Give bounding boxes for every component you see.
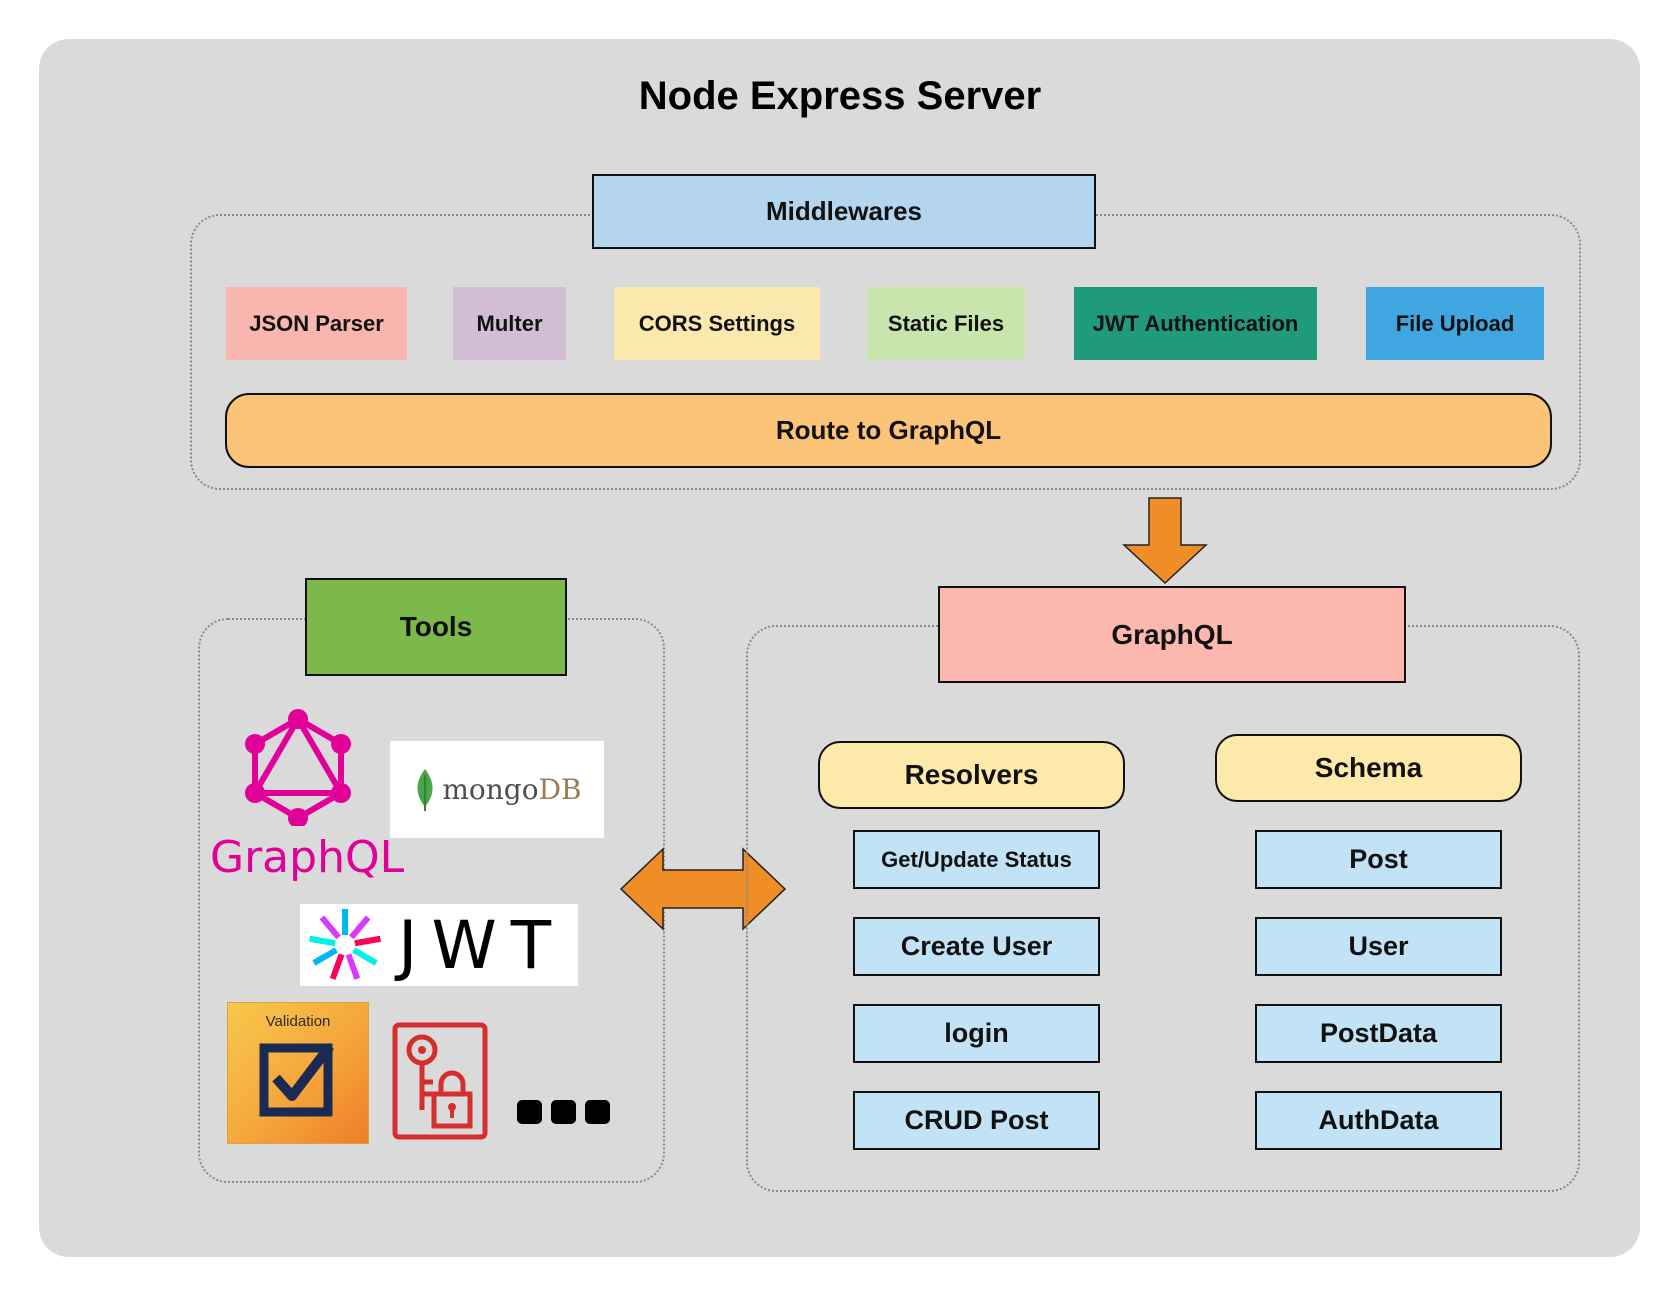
route-to-graphql: Route to GraphQL: [225, 393, 1552, 468]
schema-item: AuthData: [1255, 1091, 1502, 1150]
validation-logo: Validation: [227, 1002, 369, 1144]
key-lock-document-icon: [392, 1022, 488, 1140]
resolver-item: login: [853, 1004, 1100, 1063]
middlewares-header: Middlewares: [592, 174, 1096, 249]
more-tools-ellipsis: ...: [515, 1098, 613, 1126]
jwt-flower-icon: [309, 909, 381, 980]
mongodb-leaf-icon: [417, 768, 433, 811]
diagram-title: Node Express Server: [638, 74, 1042, 118]
graphql-header: GraphQL: [938, 586, 1406, 683]
checkbox-icon: [259, 1042, 334, 1117]
jwt-logo-text: JWT: [398, 906, 566, 984]
schema-item: PostData: [1255, 1004, 1502, 1063]
schema-header: Schema: [1215, 734, 1522, 802]
graphql-logo-text: GraphQL: [210, 832, 405, 883]
middleware-multer: Multer: [453, 287, 566, 360]
graphql-icon: [245, 709, 351, 826]
validation-logo-text: Validation: [265, 1013, 331, 1030]
graphql-logo: GraphQL: [210, 706, 405, 890]
middleware-json-parser: JSON Parser: [226, 287, 407, 360]
mongodb-text-b: DB: [538, 773, 582, 806]
ellipsis-icon: [517, 1100, 610, 1124]
schema-item: User: [1255, 917, 1502, 976]
middleware-cors-settings: CORS Settings: [614, 287, 820, 360]
jwt-logo: JWT: [300, 904, 578, 986]
bidirectional-arrow: [619, 847, 787, 931]
mongodb-text-a: mongo: [442, 773, 539, 806]
middleware-static-files: Static Files: [867, 287, 1025, 360]
down-arrow: [1122, 497, 1208, 585]
resolver-item: Get/Update Status: [853, 830, 1100, 889]
middleware-jwt-authentication: JWT Authentication: [1074, 287, 1317, 360]
tools-header: Tools: [305, 578, 567, 676]
schema-item: Post: [1255, 830, 1502, 889]
resolvers-header: Resolvers: [818, 741, 1125, 809]
middleware-file-upload: File Upload: [1366, 287, 1544, 360]
resolver-item: CRUD Post: [853, 1091, 1100, 1150]
resolver-item: Create User: [853, 917, 1100, 976]
